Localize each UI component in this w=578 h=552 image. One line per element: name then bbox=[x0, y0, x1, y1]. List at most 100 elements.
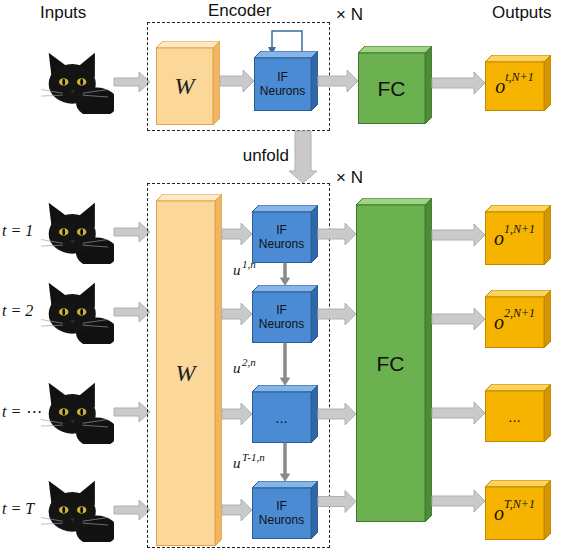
cube-side-face bbox=[544, 55, 551, 111]
cube-side-face bbox=[425, 46, 432, 124]
input-arrow bbox=[114, 72, 150, 92]
block-face-text: o2,N+1 bbox=[485, 297, 544, 348]
output-block: ot,N+1 bbox=[485, 55, 551, 111]
flow-arrow bbox=[222, 303, 252, 325]
cube-front-face bbox=[253, 392, 312, 443]
cube-top-face bbox=[485, 290, 551, 297]
cube-top-face bbox=[252, 385, 318, 392]
output-symbol: o bbox=[494, 227, 504, 250]
if-neuron-block: IF Neurons bbox=[252, 285, 318, 343]
cube-front-face bbox=[486, 487, 545, 540]
input-arrow bbox=[114, 302, 150, 322]
cube-top-face bbox=[252, 205, 318, 212]
block-face-text: IF Neurons bbox=[252, 488, 311, 539]
flow-arrow bbox=[432, 308, 485, 330]
flow-arrow bbox=[318, 403, 356, 425]
output-block: ... bbox=[485, 384, 551, 442]
flow-arrow bbox=[432, 72, 485, 94]
input-cat-image bbox=[41, 53, 117, 118]
cube-top-face bbox=[356, 198, 432, 205]
cube-top-face bbox=[156, 41, 220, 48]
output-symbol: o bbox=[494, 502, 504, 525]
cube-side-face bbox=[544, 290, 551, 348]
flow-arrow bbox=[318, 223, 356, 245]
time-step-label: t = ⋯ bbox=[2, 402, 41, 421]
flow-arrow bbox=[432, 490, 485, 512]
block-label: W bbox=[176, 360, 196, 387]
weight-block: W bbox=[156, 41, 220, 125]
cube-front-face bbox=[253, 292, 312, 343]
input-cat-image bbox=[41, 203, 117, 268]
column-heading: Outputs bbox=[492, 3, 552, 23]
input-arrow bbox=[114, 500, 150, 520]
cube-side-face bbox=[425, 198, 432, 522]
block-label: IF Neurons bbox=[259, 224, 305, 252]
block-label: FC bbox=[377, 352, 405, 376]
output-index: 2,N+1 bbox=[504, 306, 535, 321]
cube-top-face bbox=[254, 51, 318, 58]
input-arrow bbox=[114, 222, 150, 242]
output-block: oT,N+1 bbox=[485, 480, 551, 540]
if-neuron-block: IF Neurons bbox=[252, 481, 318, 539]
flow-arrow bbox=[318, 491, 356, 513]
cube-front-face bbox=[253, 212, 312, 263]
membrane-potential-index: T-1,n bbox=[242, 451, 265, 463]
cube-top-face bbox=[485, 205, 551, 212]
cube-side-face bbox=[311, 481, 318, 539]
block-face-text: ot,N+1 bbox=[485, 62, 544, 111]
cube-side-face bbox=[311, 385, 318, 443]
output-index: t,N+1 bbox=[505, 70, 533, 85]
flow-arrow bbox=[222, 499, 252, 521]
cube-top-face bbox=[358, 46, 432, 53]
cube-top-face bbox=[485, 480, 551, 487]
input-cat-image bbox=[41, 481, 117, 546]
weight-block: W bbox=[156, 194, 222, 546]
cube-side-face bbox=[215, 194, 222, 546]
cube-top-face bbox=[485, 55, 551, 62]
cube-front-face bbox=[486, 297, 545, 348]
block-face-text: FC bbox=[358, 53, 425, 124]
cube-front-face bbox=[255, 58, 312, 111]
repeat-count: × N bbox=[336, 168, 363, 188]
output-index: 1,N+1 bbox=[504, 222, 535, 237]
cube-top-face bbox=[252, 481, 318, 488]
block-face-text: oT,N+1 bbox=[485, 487, 544, 540]
cube-side-face bbox=[544, 480, 551, 540]
block-face-text: W bbox=[156, 201, 215, 546]
membrane-potential-index: 2,n bbox=[242, 356, 256, 368]
if-neuron-block: IF Neurons bbox=[252, 205, 318, 263]
column-heading: Inputs bbox=[40, 3, 86, 23]
block-face-text: o1,N+1 bbox=[485, 212, 544, 265]
flow-arrow bbox=[432, 402, 485, 424]
cube-side-face bbox=[213, 41, 220, 125]
block-face-text: IF Neurons bbox=[252, 292, 311, 343]
group-heading: Encoder bbox=[208, 1, 271, 21]
cube-front-face bbox=[157, 48, 214, 125]
fc-layer-block: FC bbox=[356, 198, 432, 522]
flow-arrow bbox=[281, 263, 290, 285]
edge-label: unfold bbox=[209, 146, 289, 166]
output-symbol: o bbox=[494, 311, 504, 334]
fc-layer-block: FC bbox=[358, 46, 432, 124]
cube-side-face bbox=[544, 384, 551, 442]
flow-arrow bbox=[281, 343, 290, 385]
cube-front-face bbox=[359, 53, 426, 124]
block-face-text: ... bbox=[485, 391, 544, 442]
flow-arrow bbox=[318, 70, 358, 92]
flow-arrow bbox=[289, 131, 317, 183]
block-label: IF Neurons bbox=[260, 71, 306, 99]
cube-front-face bbox=[253, 488, 312, 539]
input-cat-image bbox=[41, 283, 117, 348]
cube-front-face bbox=[486, 391, 545, 442]
if-neuron-block: ... bbox=[252, 385, 318, 443]
block-face-text: ... bbox=[252, 392, 311, 443]
input-cat-image bbox=[41, 383, 117, 448]
cube-side-face bbox=[311, 285, 318, 343]
block-face-text: IF Neurons bbox=[254, 58, 311, 111]
cube-front-face bbox=[357, 205, 426, 522]
block-label: IF Neurons bbox=[259, 304, 305, 332]
block-face-text: W bbox=[156, 48, 213, 125]
repeat-count: × N bbox=[336, 5, 363, 25]
